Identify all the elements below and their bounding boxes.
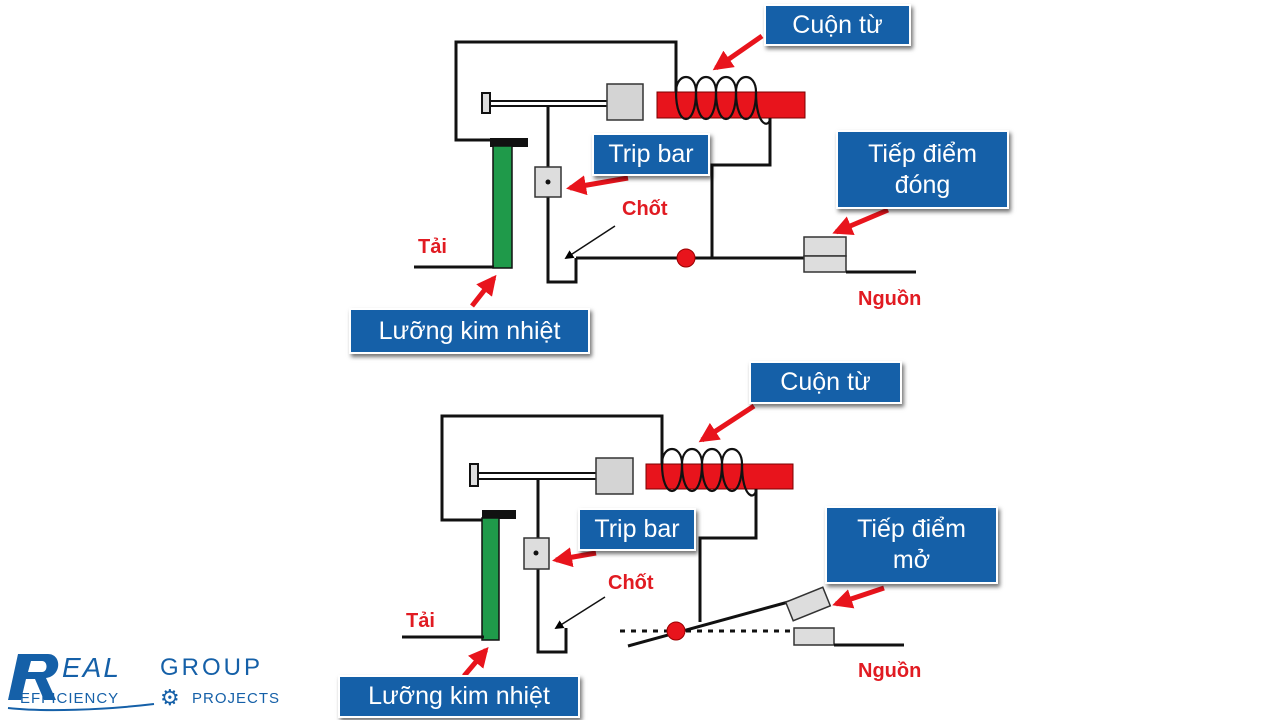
trip-bar-label: Trip bar [608, 140, 694, 168]
arrow-contact [832, 585, 885, 609]
coil-label: Cuộn từ [780, 368, 871, 396]
coil-windings [660, 447, 758, 497]
bimetal-callout: Lưỡng kim nhiệt [338, 675, 580, 718]
frame-wire [454, 40, 678, 142]
bottom-diagram [402, 403, 904, 678]
logo-group: GROUP [160, 654, 264, 681]
contact-callout: Tiếp điểm đóng [836, 130, 1009, 209]
realgroup-logo: EAL GROUP EFFICIENCY ⚙ PROJECTS [4, 648, 284, 718]
load-label: Tải [406, 610, 435, 632]
pivot-point [676, 248, 696, 268]
coil-callout: Cuộn từ [749, 361, 902, 404]
bimetal-strip [481, 517, 500, 641]
logo-efficiency: EFFICIENCY [20, 690, 120, 707]
plunger-rod-end [469, 463, 479, 487]
trip-bar-callout: Trip bar [592, 133, 710, 176]
armature [595, 457, 634, 495]
coil-callout: Cuộn từ [764, 4, 911, 46]
trip-bar-callout: Trip bar [578, 508, 696, 551]
logo-mark [7, 654, 155, 712]
source-label: Nguồn [858, 288, 922, 310]
source-label: Nguồn [858, 660, 922, 682]
plunger-rod-end [481, 92, 491, 114]
gear-icon: ⚙ [160, 686, 180, 711]
trip-bar-block [523, 537, 550, 570]
coil-windings [674, 75, 772, 125]
latch-label: Chốt [608, 572, 654, 594]
latch-bar-open [627, 599, 793, 648]
arrow-bimetal [470, 274, 497, 308]
bimetal-label: Lưỡng kim nhiệt [368, 682, 550, 710]
bimetal-callout: Lưỡng kim nhiệt [349, 308, 590, 354]
latch-label: Chốt [622, 198, 668, 220]
coil-label: Cuộn từ [792, 10, 883, 39]
bimetal-cap [482, 510, 516, 519]
bimetal-cap [490, 138, 528, 147]
logo-brand-rest: EAL [62, 652, 121, 683]
bimetal-label: Lưỡng kim nhiệt [378, 316, 561, 345]
top-diagram [414, 33, 916, 308]
trip-bar-label: Trip bar [594, 515, 680, 543]
armature [606, 83, 644, 121]
fixed-contact [793, 627, 835, 646]
contact-label-line2: đóng [894, 170, 951, 199]
contact-label-line1: Tiếp điểm [857, 515, 966, 543]
load-label: Tải [418, 236, 447, 258]
latch-pointer [554, 596, 606, 629]
coil-core [656, 91, 806, 119]
bimetal-strip [492, 145, 513, 269]
moving-contact [803, 236, 847, 257]
arrow-bimetal [462, 646, 489, 678]
arrow-trip-bar [566, 175, 629, 196]
arrow-trip-bar [552, 547, 597, 568]
moving-contact-open [784, 586, 832, 622]
logo-projects: PROJECTS [192, 690, 281, 707]
latch-pointer [564, 225, 616, 259]
arrow-coil [698, 403, 756, 443]
pivot-point [666, 621, 686, 641]
arrow-contact [832, 207, 889, 235]
contact-label-line2: mở [892, 546, 931, 574]
fixed-contact [803, 255, 847, 273]
contact-label-line1: Tiếp điểm [868, 139, 977, 168]
frame-wire [440, 414, 664, 522]
contact-callout: Tiếp điểm mở [825, 506, 998, 584]
arrow-coil [712, 33, 764, 71]
